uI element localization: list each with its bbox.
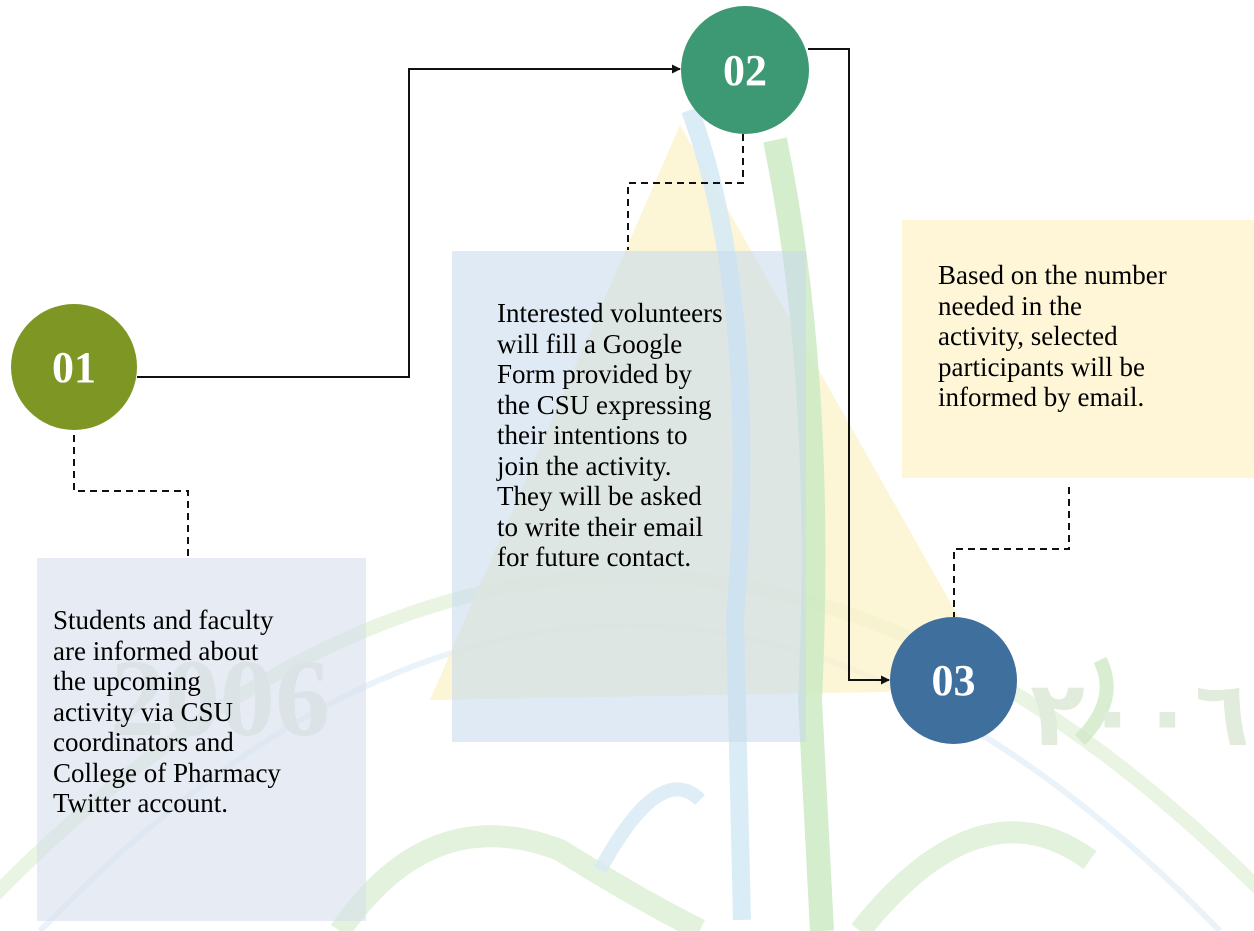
step-02-description: Interested volunteers will fill a Google… xyxy=(497,298,723,572)
arrow-02-to-03 xyxy=(808,48,890,685)
dashed-link-03-note xyxy=(953,487,1070,617)
step-02-circle: 02 xyxy=(681,6,809,134)
dashed-link-01-note xyxy=(73,423,189,556)
step-03-description: Based on the number needed in the activi… xyxy=(938,260,1167,412)
step-02-number: 02 xyxy=(723,45,767,95)
step-01-circle: 01 xyxy=(11,304,137,430)
dashed-link-02-note xyxy=(627,134,744,250)
seal-calligraphy-3 xyxy=(593,782,705,874)
seal-green-stroke xyxy=(763,137,834,931)
step-01-note: Students and faculty are informed about … xyxy=(37,558,366,921)
step-03-circle: 03 xyxy=(890,617,1017,744)
seal-calligraphy-2 xyxy=(851,821,1097,931)
step-02-note: Interested volunteers will fill a Google… xyxy=(452,251,806,742)
watermark-arabic-year: ٢٠٠٦ xyxy=(1030,662,1250,767)
step-01-description: Students and faculty are informed about … xyxy=(53,605,281,818)
step-03-number: 03 xyxy=(931,656,976,705)
step-03-note: Based on the number needed in the activi… xyxy=(902,220,1254,478)
seal-calligraphy-4 xyxy=(1074,656,1114,745)
arrow-01-to-02 xyxy=(137,64,681,378)
step-01-number: 01 xyxy=(52,342,96,392)
seal-calligraphy-1 xyxy=(330,825,705,931)
